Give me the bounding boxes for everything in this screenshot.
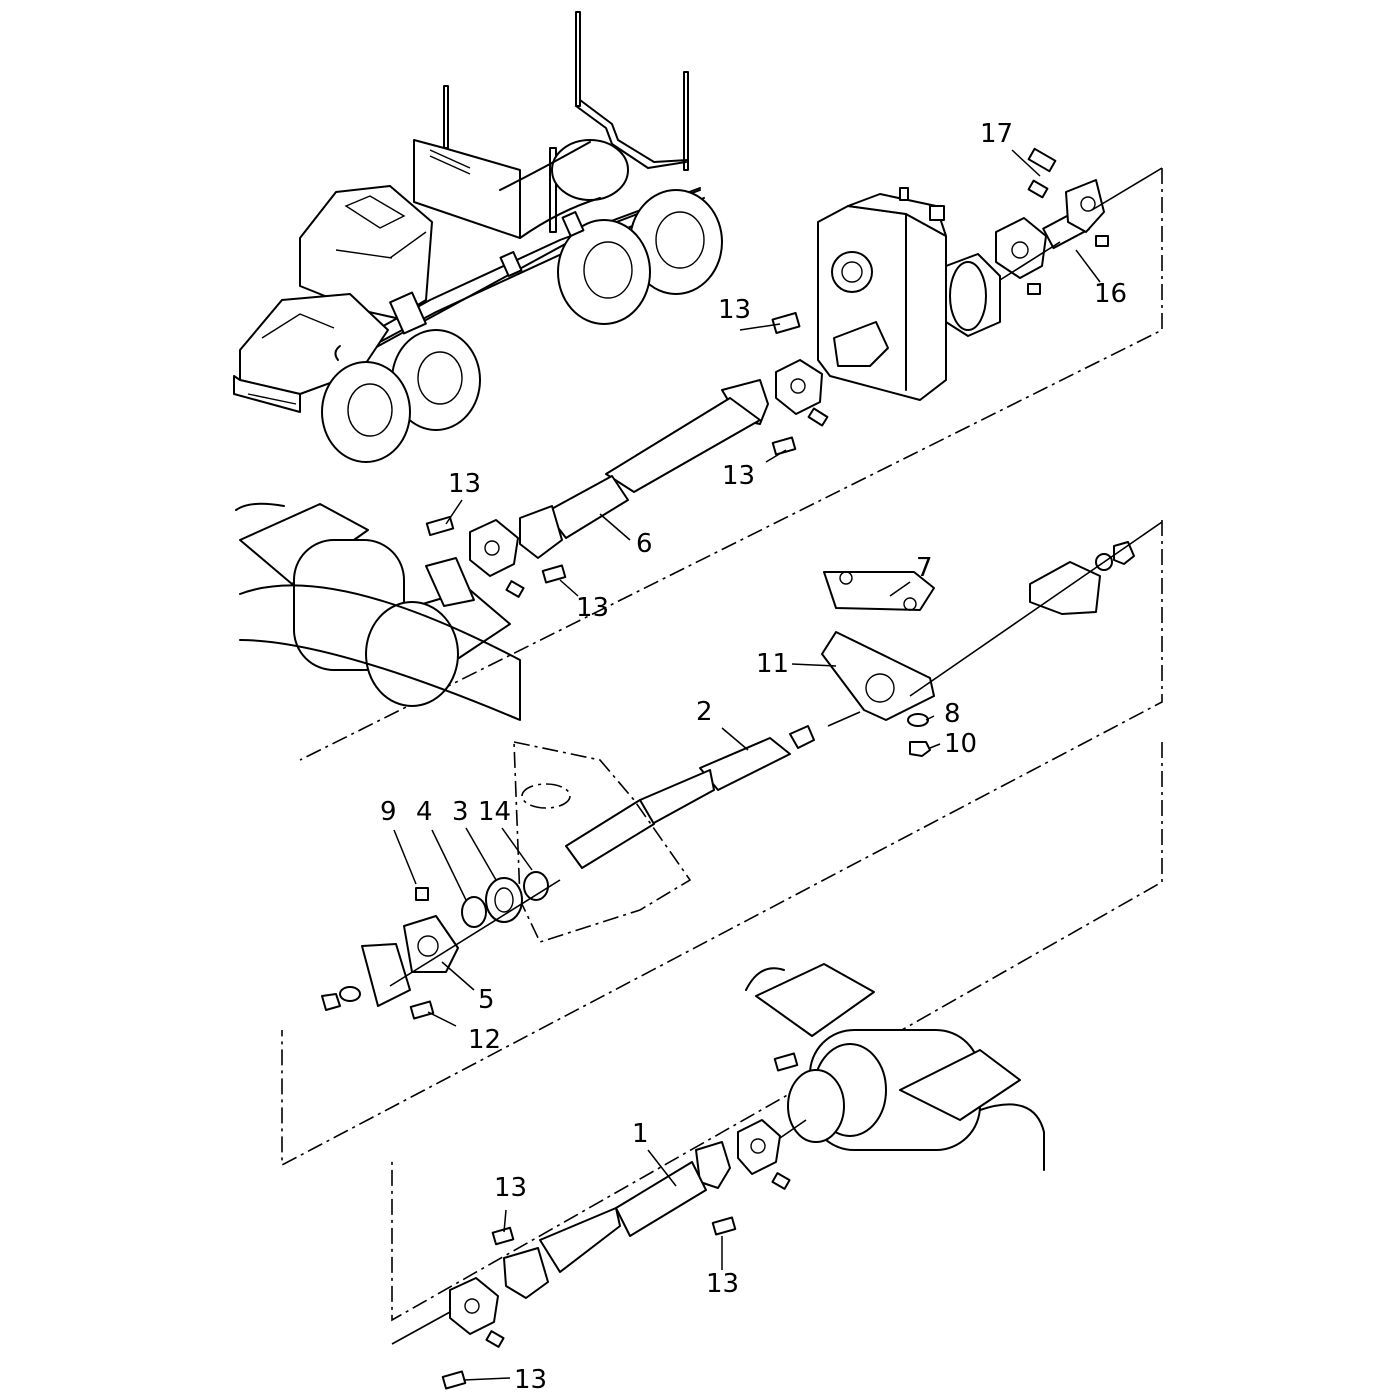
callout-13: 13	[706, 1269, 739, 1299]
callout-labels: 17 16 13 13 13 6 13 7 11 8 10 2 9 4 3 14…	[380, 119, 1127, 1395]
callout-16: 16	[1094, 279, 1127, 309]
callout-17: 17	[980, 119, 1013, 149]
callout-13: 13	[718, 295, 751, 325]
front-axle	[235, 502, 521, 721]
leader-lines	[393, 149, 1101, 1381]
callout-13: 13	[576, 593, 609, 623]
callout-4: 4	[416, 797, 433, 827]
rear-axle	[745, 963, 1045, 1171]
mid-axle-housing	[513, 741, 692, 943]
callout-8: 8	[944, 699, 961, 729]
callout-7: 7	[916, 553, 933, 583]
bearing-stack	[321, 871, 549, 1020]
callout-3: 3	[452, 797, 469, 827]
callout-6: 6	[636, 529, 653, 559]
transfer-gearbox	[817, 187, 1001, 401]
callout-14: 14	[478, 797, 511, 827]
axis-lines	[389, 167, 1163, 1345]
propshaft-1-assembly	[441, 1052, 799, 1390]
callout-13: 13	[448, 469, 481, 499]
center-shaft-2	[565, 725, 815, 869]
bearing-bracket-group	[821, 541, 1135, 757]
rear-output-yoke-16	[995, 147, 1109, 295]
callout-11: 11	[756, 649, 789, 679]
callout-13: 13	[722, 461, 755, 491]
callout-9: 9	[380, 797, 397, 827]
callout-13: 13	[514, 1365, 547, 1395]
forwarder-machine	[233, 11, 723, 463]
panel-boundaries	[281, 168, 1163, 1322]
callout-5: 5	[478, 985, 495, 1015]
callout-10: 10	[944, 729, 977, 759]
callout-1: 1	[632, 1119, 649, 1149]
callout-13: 13	[494, 1173, 527, 1203]
callout-12: 12	[468, 1025, 501, 1055]
propshaft-6-assembly	[425, 311, 829, 598]
callout-2: 2	[696, 697, 713, 727]
